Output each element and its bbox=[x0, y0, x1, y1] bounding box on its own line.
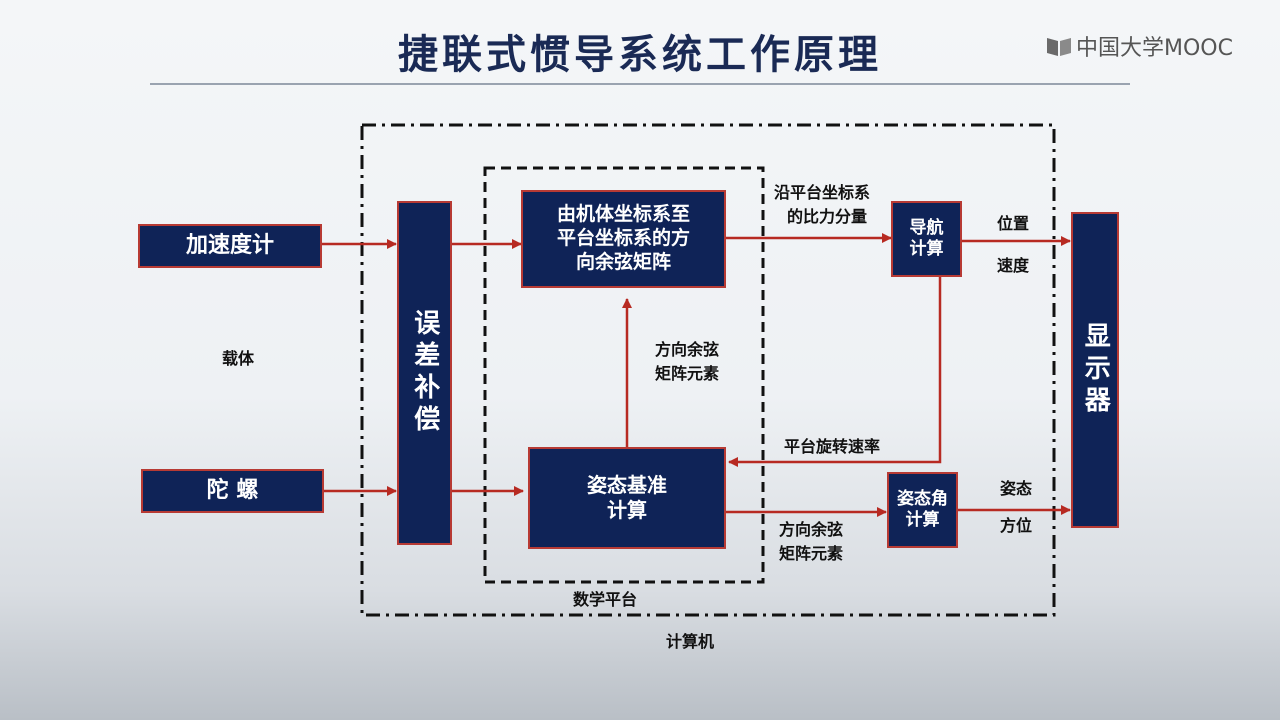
specific-force-line-1: 沿平台坐标系 bbox=[774, 183, 871, 202]
attitude-output-label: 姿态 bbox=[1000, 479, 1033, 498]
matrix-label-line-3: 向余弦矩阵 bbox=[575, 250, 671, 273]
specific-force-label: 沿平台坐标系 的比力分量 bbox=[774, 181, 870, 229]
accelerometer-label: 加速度计 bbox=[185, 233, 274, 259]
attitude-ref-label-line-2: 计算 bbox=[607, 498, 647, 522]
cosine-elements-up-label: 方向余弦 矩阵元素 bbox=[655, 338, 719, 386]
attitude-angle-box: 姿态角 计算 bbox=[887, 472, 958, 548]
error-compensation-box: 误差补偿 bbox=[397, 201, 452, 545]
attitude-angle-label-line-2: 计算 bbox=[905, 510, 940, 530]
attitude-ref-label-line-1: 姿态基准 bbox=[587, 473, 667, 497]
carrier-label: 载体 bbox=[222, 349, 255, 368]
direction-cosine-matrix-box: 由机体坐标系至 平台坐标系的方 向余弦矩阵 bbox=[521, 190, 726, 288]
mooc-logo: 中国大学MOOC bbox=[1046, 30, 1233, 62]
math-platform-boundary bbox=[483, 166, 765, 584]
matrix-label-line-2: 平台坐标系的方 bbox=[556, 227, 690, 250]
gyro-box: 陀 螺 bbox=[141, 469, 324, 513]
position-label: 位置 bbox=[997, 214, 1030, 233]
cosine-elements-up-line-1: 方向余弦 bbox=[655, 340, 720, 359]
matrix-label-line-1: 由机体坐标系至 bbox=[556, 203, 690, 226]
cosine-elements-out-label: 方向余弦 矩阵元素 bbox=[779, 518, 843, 566]
arrow-navigation-to-attitude-ref bbox=[728, 277, 942, 467]
accelerometer-box: 加速度计 bbox=[138, 224, 322, 268]
navigation-label-line-2: 计算 bbox=[909, 239, 944, 259]
page-title: 捷联式惯导系统工作原理 bbox=[398, 32, 882, 78]
heading-output-label: 方位 bbox=[1000, 516, 1033, 535]
navigation-calc-box: 导航 计算 bbox=[891, 201, 962, 277]
platform-rate-label: 平台旋转速率 bbox=[784, 437, 881, 456]
display-box: 显示器 bbox=[1071, 212, 1119, 528]
display-label: 显示器 bbox=[1080, 322, 1111, 418]
computer-boundary bbox=[360, 123, 1056, 617]
cosine-elements-up-line-2: 矩阵元素 bbox=[655, 364, 720, 383]
logo-text: 中国大学MOOC bbox=[1076, 36, 1233, 61]
cosine-elements-out-line-1: 方向余弦 bbox=[779, 520, 844, 539]
attitude-reference-box: 姿态基准 计算 bbox=[528, 447, 726, 549]
velocity-label: 速度 bbox=[997, 256, 1030, 275]
math-platform-label: 数学平台 bbox=[573, 590, 638, 609]
mooc-book-icon bbox=[1047, 38, 1071, 56]
error-compensation-label: 误差补偿 bbox=[409, 309, 440, 437]
computer-label: 计算机 bbox=[666, 632, 715, 651]
cosine-elements-out-line-2: 矩阵元素 bbox=[779, 544, 844, 563]
specific-force-line-2: 的比力分量 bbox=[787, 207, 868, 226]
gyro-label: 陀 螺 bbox=[206, 478, 259, 504]
navigation-label-line-1: 导航 bbox=[909, 217, 944, 238]
attitude-angle-label-line-1: 姿态角 bbox=[897, 488, 948, 509]
